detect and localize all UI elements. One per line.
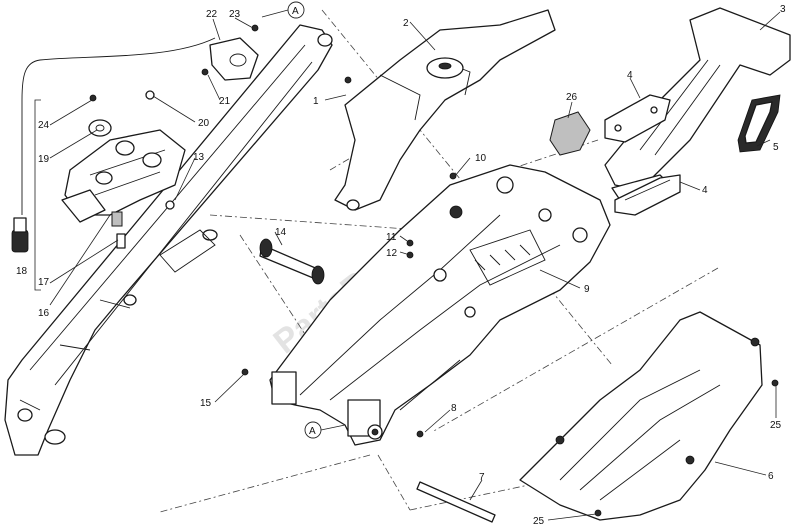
bracket-lower <box>614 174 681 216</box>
reference-mark-top-label: A <box>292 6 299 17</box>
callout-8: 8 <box>451 403 457 414</box>
callout-25-bottom: 25 <box>533 516 545 527</box>
bracket-upper <box>604 94 671 143</box>
callout-17: 17 <box>38 277 50 288</box>
cable-connector <box>11 37 216 253</box>
callout-15: 15 <box>200 398 212 409</box>
callout-25-right: 25 <box>770 420 782 431</box>
license-bracket <box>61 90 186 249</box>
callout-9: 9 <box>584 284 590 295</box>
callout-12: 12 <box>386 248 398 259</box>
rubber-pad <box>737 94 781 153</box>
grommet <box>201 24 259 81</box>
leader-lines <box>34 9 781 521</box>
callout-16: 16 <box>38 308 50 319</box>
reference-mark-bottom-label: A <box>309 426 316 437</box>
callout-19: 19 <box>38 154 50 165</box>
callout-3: 3 <box>780 4 786 15</box>
callout-11: 11 <box>386 232 397 243</box>
callout-20: 20 <box>198 118 210 129</box>
callout-labels: 1 2 3 4 4 5 6 7 8 9 10 11 12 13 14 15 16… <box>16 4 786 527</box>
reference-mark-bottom: A <box>304 421 346 439</box>
callout-22: 22 <box>206 9 218 20</box>
clip <box>549 111 591 156</box>
callout-26: 26 <box>566 92 578 103</box>
callout-21: 21 <box>219 96 231 107</box>
reference-mark-top: A <box>287 1 305 19</box>
callout-7: 7 <box>479 472 485 483</box>
rear-upper-cover <box>334 9 556 211</box>
callout-10: 10 <box>475 153 487 164</box>
rear-subframe <box>269 164 611 446</box>
spacer-bolt <box>259 238 325 285</box>
callout-23: 23 <box>229 9 241 20</box>
pin <box>416 481 496 523</box>
callout-5: 5 <box>773 142 779 153</box>
screws <box>241 172 779 517</box>
callout-13: 13 <box>193 152 205 163</box>
callout-1: 1 <box>313 96 319 107</box>
callout-14: 14 <box>275 227 287 238</box>
subframe-left <box>4 24 333 456</box>
callout-24: 24 <box>38 120 50 131</box>
callout-6: 6 <box>768 471 774 482</box>
callout-2: 2 <box>403 18 409 29</box>
callout-4-upper: 4 <box>627 70 633 81</box>
callout-18: 18 <box>16 266 28 277</box>
callout-4-lower: 4 <box>702 185 708 196</box>
undertray <box>519 311 763 521</box>
